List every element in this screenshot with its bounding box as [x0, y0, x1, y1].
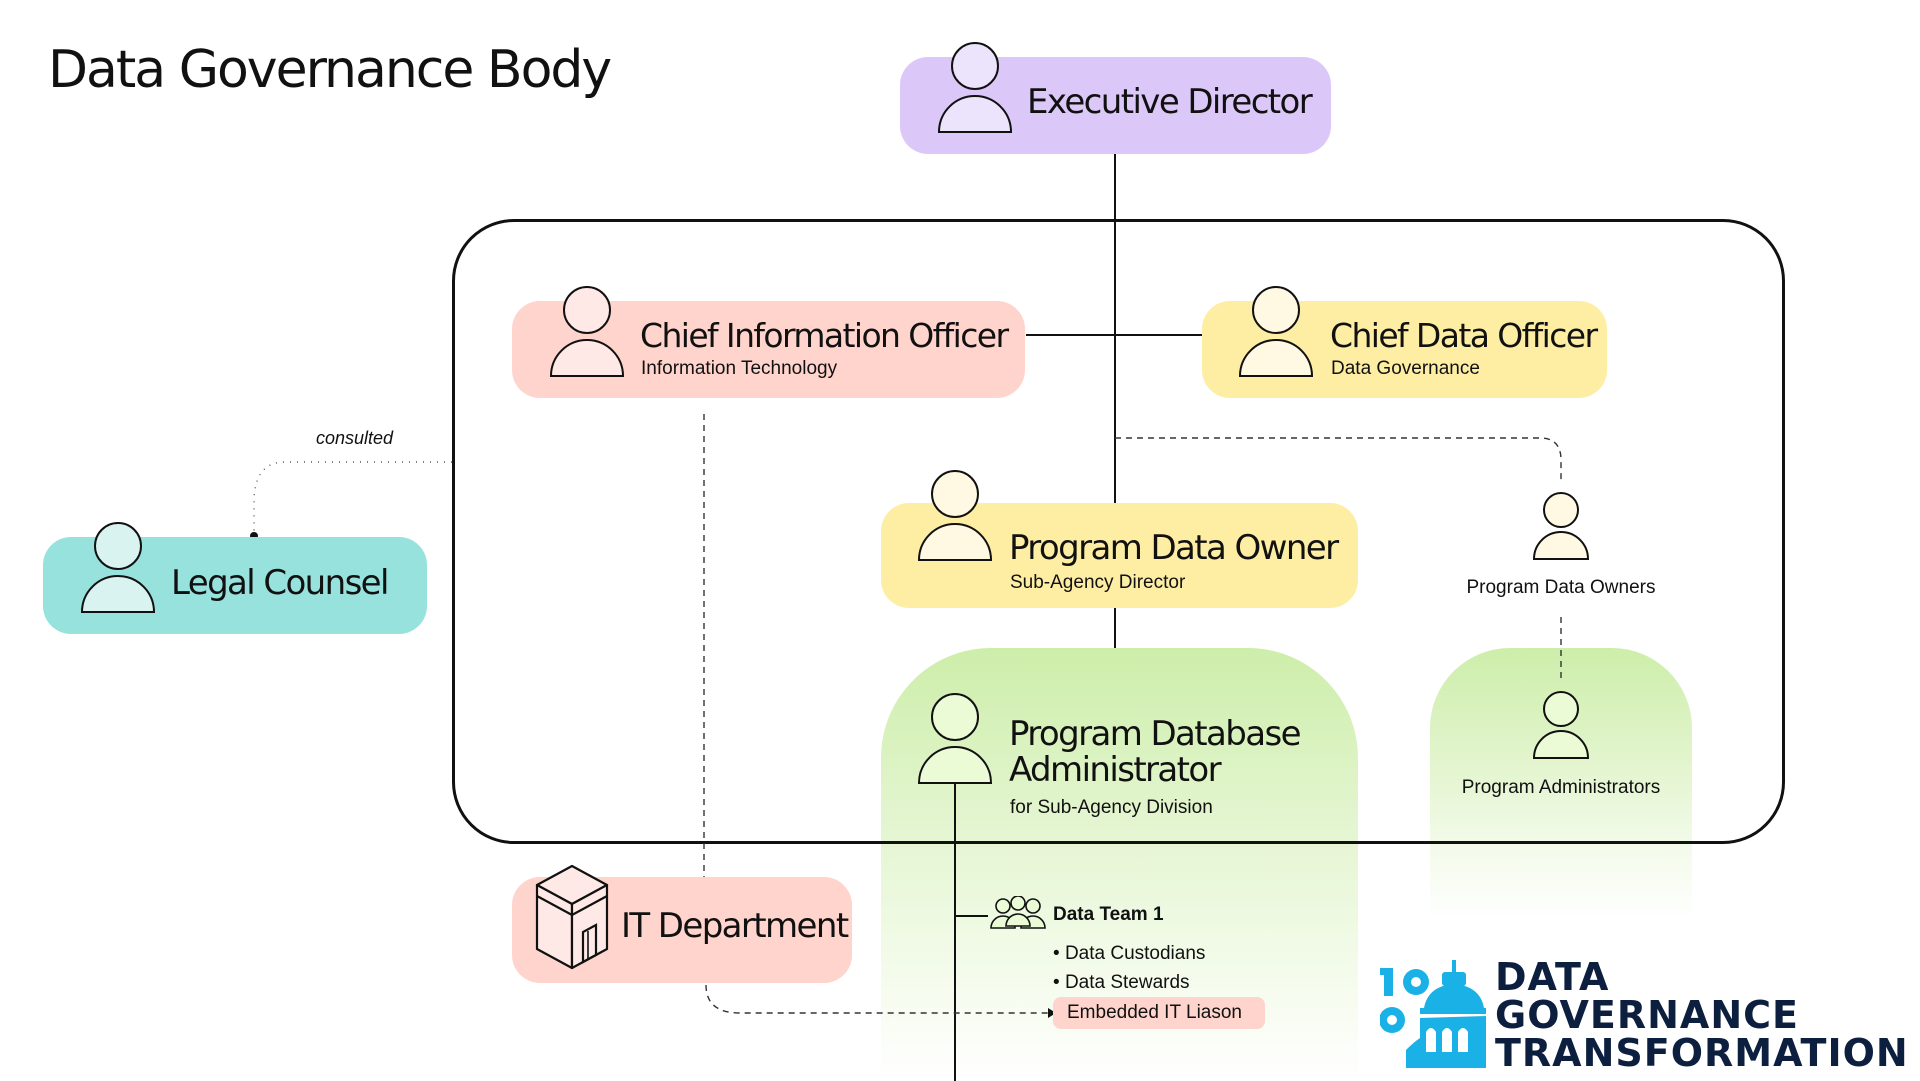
logo-line-1: DATA — [1495, 955, 1610, 999]
person-icon — [917, 470, 993, 561]
connector-dashed-it-liaison — [705, 984, 1048, 1014]
data-team-member-label: Data Stewards — [1064, 972, 1190, 993]
person-icon — [549, 286, 625, 377]
capitol-dome-icon — [1380, 960, 1486, 1068]
legal-counsel-title: Legal Counsel — [171, 563, 389, 603]
cio-subtitle: Information Technology — [641, 358, 838, 379]
it-department-title: IT Department — [621, 906, 849, 946]
executive-director-title: Executive Director — [1027, 82, 1313, 122]
consulted-label: consulted — [316, 428, 394, 448]
governance-body-frame — [452, 219, 1785, 844]
logo-line-3: TRANSFORMATION — [1495, 1031, 1909, 1075]
embedded-it-liaison-badge: Embedded IT Liason — [1053, 997, 1265, 1029]
logo-line-2: GOVERNANCE — [1495, 993, 1799, 1037]
data-team-member: • Data Stewards — [1053, 972, 1190, 993]
group-icon — [990, 896, 1046, 929]
cio-title: Chief Information Officer — [640, 316, 1009, 355]
person-icon — [917, 693, 993, 784]
program-data-owners-label: Program Data Owners — [1466, 577, 1656, 598]
program-administrators-label: Program Administrators — [1461, 777, 1661, 798]
program-db-admin-title-line2: Administrator — [1009, 750, 1222, 790]
program-db-admin-subtitle: for Sub-Agency Division — [1010, 797, 1213, 818]
arrowhead-icon — [1048, 1008, 1056, 1018]
person-icon — [1532, 492, 1590, 560]
page-title: Data Governance Body — [48, 40, 612, 100]
person-icon — [80, 522, 156, 613]
embedded-it-liaison-label: Embedded IT Liason — [1067, 1002, 1242, 1023]
person-icon — [937, 42, 1013, 133]
logo-wordmark: DATA GOVERNANCE TRANSFORMATION — [1495, 958, 1909, 1072]
cdo-subtitle: Data Governance — [1331, 358, 1480, 379]
building-icon — [535, 864, 609, 970]
connector-dotted-consulted — [253, 461, 452, 535]
connector-dashed-pdos — [1115, 437, 1562, 480]
program-db-admin-title-line1: Program Database — [1009, 714, 1302, 754]
data-team-member-label: Data Custodians — [1064, 943, 1206, 964]
data-team-title: Data Team 1 — [1053, 904, 1164, 925]
program-data-owner-subtitle: Sub-Agency Director — [1010, 572, 1186, 593]
program-data-owner-title: Program Data Owner — [1009, 528, 1339, 568]
person-icon — [1532, 691, 1590, 759]
cdo-title: Chief Data Officer — [1330, 316, 1598, 355]
person-icon — [1238, 286, 1314, 377]
data-team-member: • Data Custodians — [1053, 943, 1206, 964]
